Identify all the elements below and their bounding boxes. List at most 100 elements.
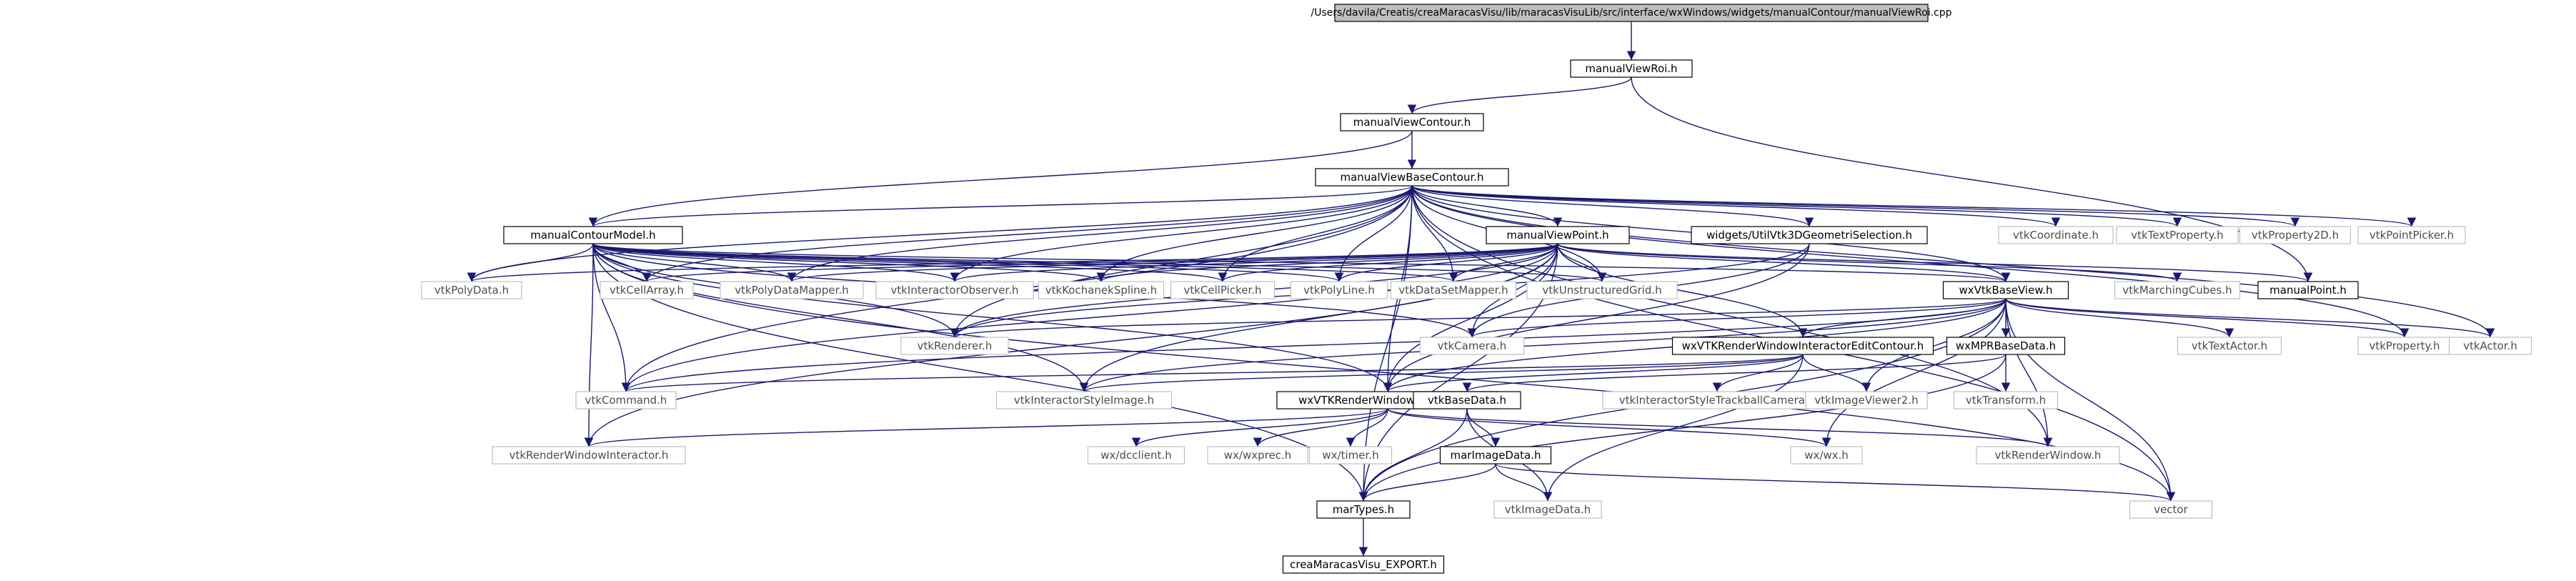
include-edge-manualViewContour-to-manualContourModel [588, 130, 1413, 227]
include-edge-manualContourModel-to-vtkKochanekSpline [592, 243, 1105, 282]
node-label: wx/wx.h [1804, 449, 1849, 462]
node-label: vtkImageData.h [1505, 503, 1591, 516]
node-wxMPRBaseData[interactable]: wxMPRBaseData.h [1946, 337, 2066, 355]
include-edge-wxMPRBaseData-to-vtkBaseData [1463, 354, 2006, 392]
node-vector: vector [2129, 500, 2213, 519]
node-manualViewContour[interactable]: manualViewContour.h [1340, 113, 1484, 131]
node-box [421, 281, 522, 299]
include-edge-marImageData-to-marTypes [1358, 463, 1496, 502]
node-layer: /Users/davila/Creatis/creaMaracasVisu/li… [421, 4, 2532, 574]
node-box [900, 337, 1009, 355]
node-box [2114, 281, 2241, 299]
node-vtkCommand: vtkCommand.h [575, 391, 677, 409]
node-label: vtkCamera.h [1438, 339, 1507, 352]
node-box [2116, 226, 2239, 244]
node-manualViewBaseContour[interactable]: manualViewBaseContour.h [1315, 168, 1509, 187]
node-label: wxMPRBaseData.h [1956, 339, 2056, 352]
node-label: manualPoint.h [2269, 284, 2347, 297]
node-box [1602, 391, 1832, 409]
node-vtkPolyLine: vtkPolyLine.h [1290, 281, 1388, 299]
node-vtkCellArray: vtkCellArray.h [600, 281, 694, 299]
node-vtkUnstructuredGrid: vtkUnstructuredGrid.h [1526, 281, 1678, 299]
node-label: marTypes.h [1333, 503, 1395, 516]
include-edge-wxVTKRWI-to-wxdcclient [1131, 408, 1388, 447]
node-label: vtkCellPicker.h [1183, 284, 1261, 297]
node-box [875, 281, 1034, 299]
node-vtkTransform: vtkTransform.h [1953, 391, 2059, 409]
node-marTypes[interactable]: marTypes.h [1316, 500, 1411, 519]
include-edge-manualViewPoint-to-wxVtkBaseView [1557, 243, 2011, 282]
node-label: manualViewPoint.h [1506, 229, 1608, 242]
include-edge-wxVtkBaseView-to-vtkCommand [622, 298, 2006, 392]
node-vtkDataSetMapper: vtkDataSetMapper.h [1390, 281, 1517, 299]
node-label: vtkInteractorStyleTrackballCamera.h [1619, 394, 1815, 407]
include-edge-manualContourModel-to-vtkPolyData [467, 243, 594, 282]
include-edge-wxVTKRWIEditContour-to-vtkISTrackballCamera [1712, 354, 1804, 392]
node-box [600, 281, 694, 299]
node-vtkInteractorStyleImage: vtkInteractorStyleImage.h [995, 391, 1173, 409]
node-utilVtk3D[interactable]: widgets/UtilVtk3DGeometriSelection.h [1691, 226, 1928, 244]
node-manualViewPoint[interactable]: manualViewPoint.h [1486, 226, 1630, 244]
include-edge-manualContourModel-to-vtkPolyLine [592, 243, 1343, 282]
node-label: vtkProperty2D.h [2252, 229, 2339, 242]
node-box [2357, 226, 2466, 244]
node-label: vtkPointPicker.h [2369, 229, 2454, 242]
node-box [503, 226, 683, 244]
include-edge-manualContourModel-to-vtkRenderWindowInteractor [584, 243, 594, 447]
include-edge-manualViewPoint-to-manualPoint [1557, 243, 2312, 282]
include-edge-wxVTKRWIEditContour-to-vtkImageData [1543, 354, 1804, 502]
node-manualContourModel[interactable]: manualContourModel.h [503, 226, 683, 244]
node-label: vtkDataSetMapper.h [1398, 284, 1508, 297]
node-vtkActor: vtkActor.h [2448, 337, 2532, 355]
include-edge-wxVTKRWIEditContour-to-vtkInteractorStyleImage [1080, 354, 1804, 392]
include-edge-manualViewBaseContour-to-vtkPolyDataMapper [787, 185, 1413, 282]
include-edge-manualViewRoi-to-manualViewContour [1407, 76, 1632, 114]
include-edge-manualContourModel-to-vtkCommand [592, 243, 631, 392]
node-box [2357, 337, 2452, 355]
node-label: vtkProperty.h [2369, 339, 2440, 352]
include-edge-vtkBaseData-to-marTypes [1358, 408, 1468, 502]
node-box [1207, 446, 1308, 465]
include-edge-wxVTKRWIEditContour-to-vtkCommand [622, 354, 1804, 392]
node-box [575, 391, 677, 409]
node-manualPoint[interactable]: manualPoint.h [2257, 281, 2359, 299]
node-vtkImageData: vtkImageData.h [1493, 500, 1602, 519]
node-box [1413, 391, 1521, 409]
include-edge-manualViewPoint-to-wxVTKRWIEditContour [1557, 243, 1808, 338]
node-vtkInteractorObserver: vtkInteractorObserver.h [875, 281, 1034, 299]
node-label: vtkCoordinate.h [2013, 229, 2099, 242]
node-box [2177, 337, 2282, 355]
node-box [1419, 337, 1525, 355]
node-manualViewRoi[interactable]: manualViewRoi.h [1570, 59, 1693, 78]
node-label: wxVTKRenderWindowInteractorEditContour.h [1682, 339, 1924, 352]
node-vtkCamera: vtkCamera.h [1419, 337, 1525, 355]
node-box [1282, 555, 1445, 574]
include-edge-wxVTKRWI-to-wxwxprec [1253, 408, 1388, 447]
node-box [2448, 337, 2532, 355]
node-wxVTKRWIEditContour[interactable]: wxVTKRenderWindowInteractorEditContour.h [1671, 337, 1934, 355]
node-label: wxVtkBaseView.h [1959, 284, 2053, 297]
node-box [1486, 226, 1630, 244]
include-edge-manualViewRoi-to-manualPoint [1631, 76, 2313, 282]
node-wxVtkBaseView[interactable]: wxVtkBaseView.h [1942, 281, 2069, 299]
node-label: manualViewContour.h [1353, 116, 1471, 129]
node-vtkISTrackballCamera: vtkInteractorStyleTrackballCamera.h [1602, 391, 1832, 409]
node-box [1953, 391, 2059, 409]
include-edge-manualViewBaseContour-to-vtkCoordinate [1411, 185, 2060, 227]
node-box [1087, 446, 1185, 465]
node-vtkPolyDataMapper: vtkPolyDataMapper.h [720, 281, 864, 299]
node-vtkBaseData[interactable]: vtkBaseData.h [1413, 391, 1521, 409]
include-edge-manualViewPoint-to-vtkPolyData [467, 243, 1558, 282]
node-label: vtkInteractorStyleImage.h [1014, 394, 1154, 407]
include-edge-utilVtk3D-to-wxVTKRWI [1383, 243, 1810, 392]
node-box [995, 391, 1173, 409]
node-marImageData[interactable]: marImageData.h [1439, 446, 1552, 465]
include-edge-manualViewPoint-to-vtkKochanekSpline [1097, 243, 1558, 282]
include-edge-manualViewBaseContour-to-vtkProperty2D [1411, 185, 2299, 227]
node-label: vtkTextProperty.h [2131, 229, 2223, 242]
node-wxwx: wx/wx.h [1790, 446, 1863, 465]
node-label: wx/timer.h [1322, 449, 1378, 462]
node-export[interactable]: creaMaracasVisu_EXPORT.h [1282, 555, 1445, 574]
include-edge-manualViewBaseContour-to-utilVtk3D [1411, 185, 1814, 227]
node-label: vtkInteractorObserver.h [890, 284, 1018, 297]
